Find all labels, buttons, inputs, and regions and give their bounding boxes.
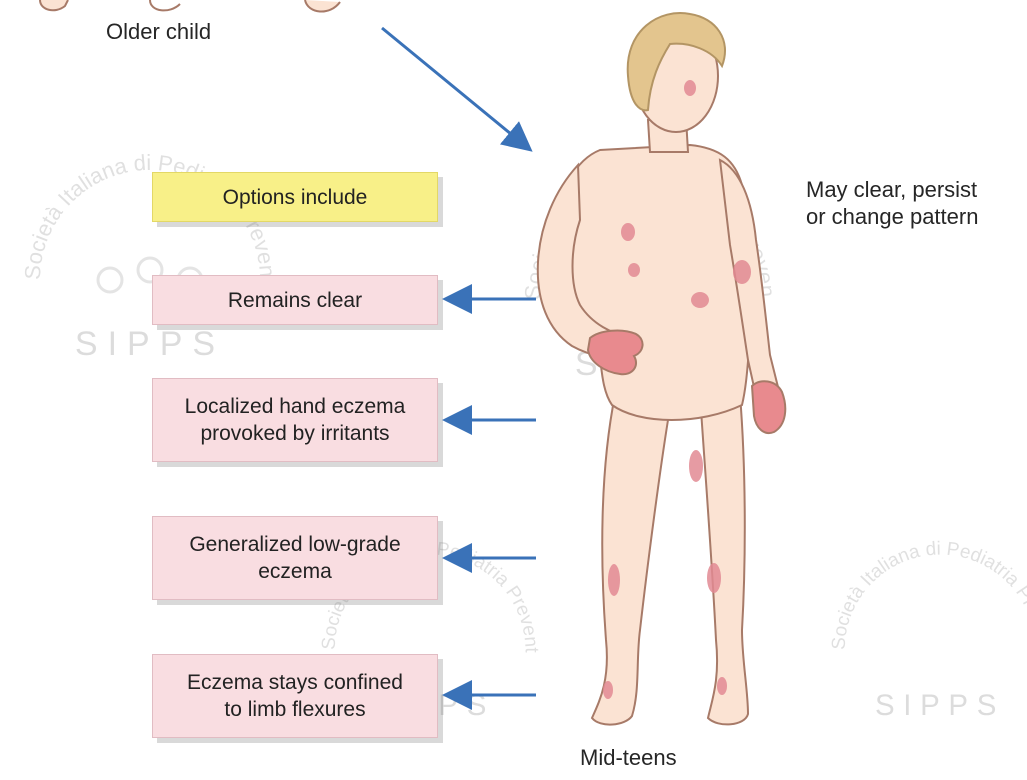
older-child-figure-partial [40,0,340,12]
pointer-arrows [382,28,536,695]
teen-figure [538,13,785,725]
arrow-older-child-to-teen [382,28,528,148]
